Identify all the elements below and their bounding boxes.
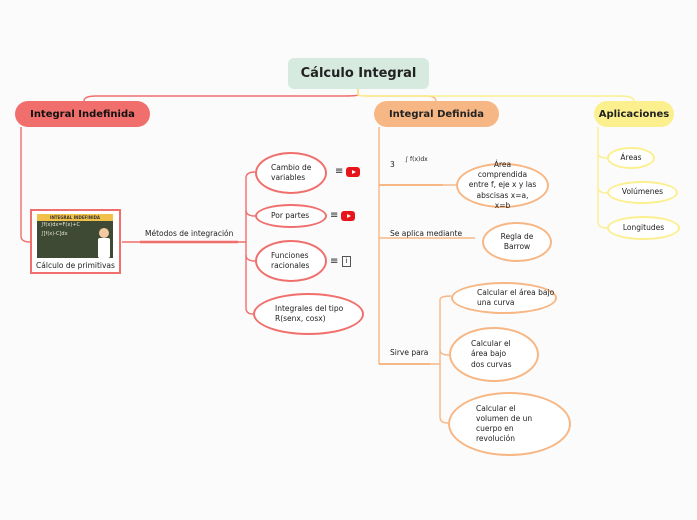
definida-label: Integral Definida [388,108,485,120]
menu-icon[interactable]: ≡ [330,210,339,221]
image-caption: Cálculo de primitivas [36,261,115,270]
aplicacion-label: Longitudes [622,222,665,232]
node-area-comprendida[interactable]: Área comprendida entre f, eje x y las ab… [456,160,549,210]
teacher-figure [99,228,109,238]
method-label: Cambio de variables [271,162,312,182]
method-por-partes[interactable]: Por partes [255,204,327,228]
menu-icon[interactable]: ≡ [330,256,339,267]
area-label: Área comprendida entre f, eje x y las ab… [468,160,537,210]
teacher-body [98,238,110,258]
method-label: Funciones racionales [271,250,310,270]
sirve-label: Sirve para [390,348,429,357]
image-header: INTEGRAL INDEFINIDA [37,214,113,221]
use-label: Calcular el área bajo una curva [477,287,555,307]
aplica-label: Se aplica mediante [390,229,463,238]
document-icon[interactable]: i [342,256,351,267]
youtube-icon[interactable] [346,167,360,177]
node-areas[interactable]: Áreas [607,147,655,169]
node-integral-definida[interactable]: Integral Definida [374,101,499,127]
node-area-dos-curvas[interactable]: Calcular el área bajo dos curvas [449,327,539,382]
use-label: Calcular el área bajo dos curvas [471,339,512,369]
use-label: Calcular el volumen de un cuerpo en revo… [476,403,533,444]
aplicaciones-label: Aplicaciones [598,108,670,120]
root-node[interactable]: Cálculo Integral [288,58,429,89]
method-label: Integrales del tipo R(senx, cosx) [275,303,344,323]
node-integral-indefinida[interactable]: Integral Indefinida [15,101,150,127]
node-calculo-primitivas[interactable]: INTEGRAL INDEFINIDA ∫f(x)dx=F(x)+C∫[f(x)… [30,209,121,274]
metodos-label: Métodos de integración [145,229,234,238]
method-integrales-tipo[interactable]: Integrales del tipo R(senx, cosx) [253,293,364,335]
chalkboard-image: INTEGRAL INDEFINIDA ∫f(x)dx=F(x)+C∫[f(x)… [37,214,113,258]
aplicacion-label: Áreas [620,152,642,162]
aplicacion-label: Volúmenes [621,187,664,197]
youtube-icon[interactable] [341,211,355,221]
chalk-formula: ∫f(x)dx=F(x)+C∫[f(x)-C]dx [41,222,80,237]
method-cambio-variables[interactable]: Cambio de variables [255,152,327,194]
root-title: Cálculo Integral [300,66,417,81]
menu-icon[interactable]: ≡ [335,166,344,177]
method-funciones-racionales[interactable]: Funciones racionales [255,240,327,282]
formula-prefix: 3 [390,160,395,169]
node-volumen-revolucion[interactable]: Calcular el volumen de un cuerpo en revo… [448,392,571,456]
node-regla-barrow[interactable]: Regla de Barrow [482,222,552,262]
barrow-label: Regla de Barrow [500,231,534,251]
node-longitudes[interactable]: Longitudes [607,216,680,240]
formula-image[interactable]: ∫ f(x)dx [405,156,428,163]
node-area-bajo-curva[interactable]: Calcular el área bajo una curva [451,282,557,314]
indefinida-label: Integral Indefinida [30,108,135,120]
node-aplicaciones[interactable]: Aplicaciones [594,101,674,127]
node-volumenes[interactable]: Volúmenes [607,181,678,204]
method-label: Por partes [271,210,310,220]
